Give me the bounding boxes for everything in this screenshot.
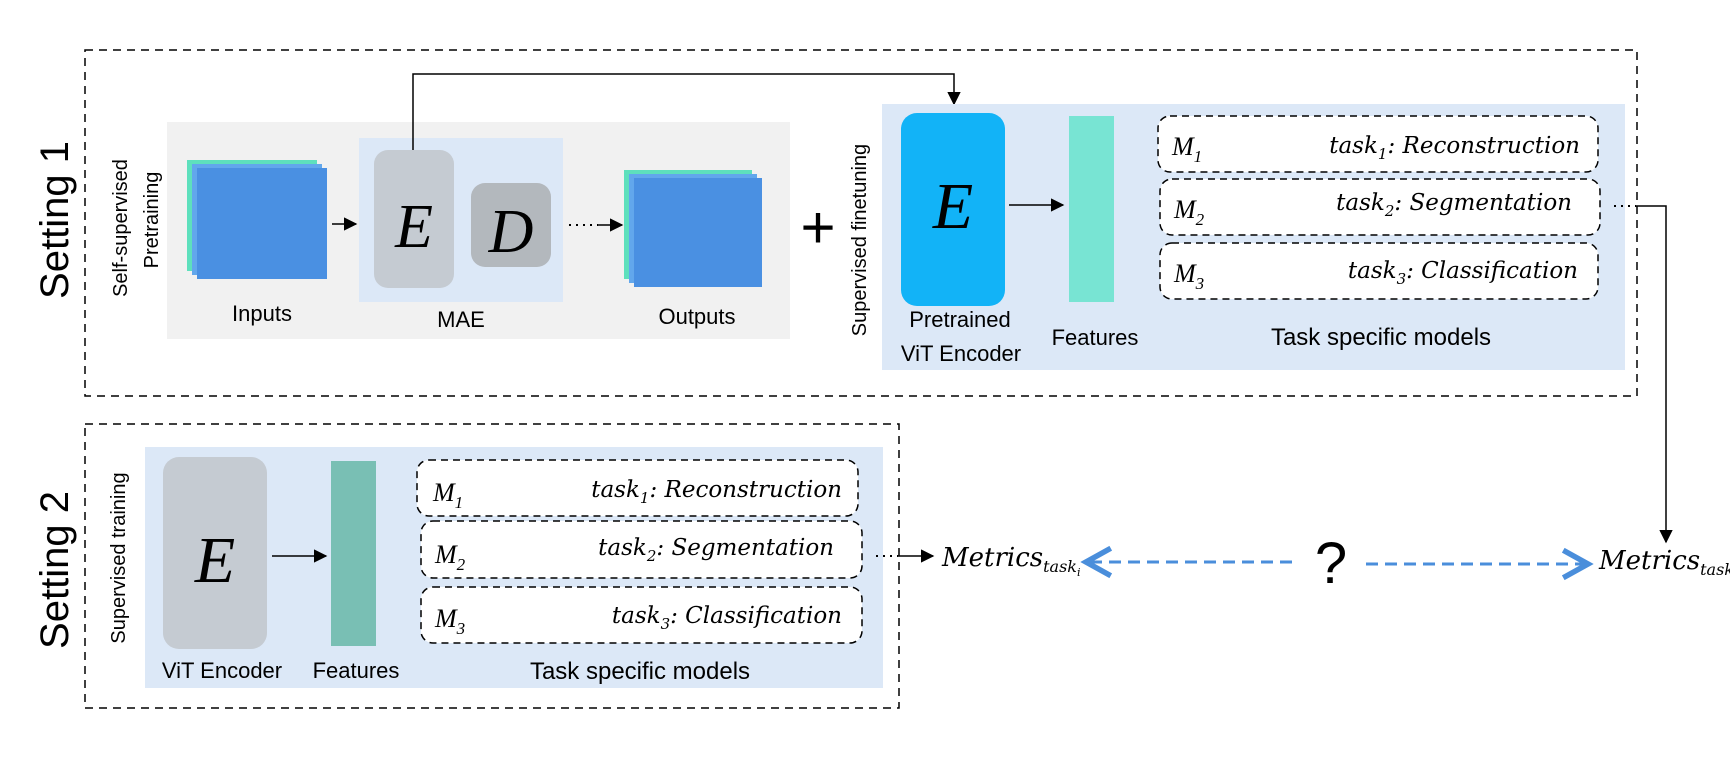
training-label: Supervised training [108, 472, 130, 643]
features-label-1: Features [1052, 325, 1139, 350]
model-letter: M [432, 478, 456, 507]
mae-encoder-letter: E [394, 193, 433, 261]
task-box-s2-1: M1 task1: Reconstruction [416, 459, 859, 517]
setting1-title: Setting 1 [33, 141, 77, 299]
task-subscript: 3 [1397, 270, 1407, 288]
inputs-image-stack [187, 160, 327, 279]
pretraining-label-line2: Pretraining [141, 172, 163, 269]
task-name: : Segmentation [656, 535, 834, 561]
task-box-s1-2: M2 task2: Segmentation [1159, 178, 1601, 236]
question-mark: ? [1315, 531, 1347, 596]
task-subscript: 1 [640, 489, 650, 507]
outputs-label: Outputs [658, 304, 735, 329]
model-subscript: 1 [1194, 147, 1203, 166]
svg-text:M1: M1 [1171, 132, 1202, 166]
model-subscript: 3 [456, 619, 466, 638]
metric-word: Metrics [1598, 546, 1700, 576]
task-word: task [1329, 133, 1378, 159]
svg-text:task3: Classification: task3: Classification [612, 603, 842, 633]
task-box-s1-1: M1 task1: Reconstruction [1157, 115, 1599, 173]
vit-encoder-label: ViT Encoder [162, 658, 282, 683]
metric-subscript: task [1700, 560, 1730, 579]
outputs-image-stack [624, 170, 762, 287]
task-models-label-1: Task specific models [1271, 324, 1491, 351]
task-name: : Reconstruction [1387, 133, 1580, 159]
model-letter: M [434, 540, 458, 569]
svg-text:task2: Segmentation: task2: Segmentation [598, 535, 834, 565]
vit-encoder-block [163, 457, 267, 649]
svg-text:M3: M3 [434, 604, 465, 638]
svg-text:M2: M2 [1173, 195, 1205, 229]
features-label-2: Features [313, 658, 400, 683]
metric-subsubscript: i [1077, 566, 1081, 579]
task-subscript: 2 [646, 547, 657, 565]
encoder-transfer-arrow [412, 73, 961, 150]
task-word: task [1348, 258, 1397, 284]
model-letter: M [434, 604, 458, 633]
model-subscript: 3 [1195, 274, 1205, 293]
task-word: task [591, 477, 640, 503]
features-bar-2 [331, 461, 376, 646]
inputs-label: Inputs [232, 301, 292, 326]
svg-text:M2: M2 [434, 540, 466, 574]
mae-decoder-block [471, 183, 551, 267]
tasks-to-metrics-arrow [1636, 205, 1673, 544]
mae-decoder-letter: D [488, 198, 534, 266]
task-subscript: 3 [661, 615, 671, 633]
task-models-label-2: Task specific models [530, 658, 750, 685]
setting2-frame [84, 423, 900, 709]
finetuning-label: Supervised finetuning [849, 144, 871, 336]
model-subscript: 2 [1196, 210, 1205, 229]
task-box-s1-3: M3 task3: Classification [1159, 242, 1599, 300]
pretrained-encoder-label-line1: Pretrained [909, 307, 1011, 332]
pretraining-label-line1: Self-supervised [110, 159, 132, 297]
task-name: : Reconstruction [649, 477, 842, 503]
left-metrics: Metricstaski [941, 543, 1081, 579]
mae-label: MAE [437, 307, 485, 332]
setting2-title: Setting 2 [33, 491, 77, 649]
svg-text:task1: Reconstruction: task1: Reconstruction [1329, 133, 1580, 163]
task-word: task [612, 603, 661, 629]
pretrained-encoder-label-line2: ViT Encoder [901, 341, 1021, 366]
svg-text:task3: Classification: task3: Classification [1348, 258, 1578, 288]
plus-sign: + [800, 194, 835, 261]
model-letter: M [1171, 132, 1195, 161]
features-bar-1 [1069, 116, 1114, 302]
model-subscript: 1 [455, 493, 464, 512]
task-box-s2-2: M2 task2: Segmentation [420, 520, 863, 579]
task-word: task [598, 535, 647, 561]
task-name: : Segmentation [1394, 190, 1572, 216]
pretrained-encoder-letter: E [932, 170, 973, 243]
mae-encoder-block [374, 150, 454, 288]
task-subscript: 1 [1378, 145, 1388, 163]
right-metrics: Metricstaski [1598, 546, 1730, 582]
task-subscript: 2 [1384, 202, 1395, 220]
vit-encoder-letter: E [194, 524, 235, 597]
svg-text:task2: Segmentation: task2: Segmentation [1336, 190, 1572, 220]
svg-text:M3: M3 [1173, 259, 1204, 293]
model-letter: M [1173, 195, 1197, 224]
task-name: : Classification [670, 603, 842, 629]
svg-text:M1: M1 [432, 478, 463, 512]
pretrained-encoder-block [901, 113, 1005, 306]
task-name: : Classification [1406, 258, 1578, 284]
metric-subscript: task [1043, 557, 1077, 576]
setting1-frame [84, 49, 1638, 397]
task-box-s2-3: M3 task3: Classification [420, 586, 863, 644]
model-subscript: 2 [457, 555, 466, 574]
svg-text:task1: Reconstruction: task1: Reconstruction [591, 477, 842, 507]
task-word: task [1336, 190, 1385, 216]
metric-word: Metrics [941, 543, 1043, 573]
model-letter: M [1173, 259, 1197, 288]
